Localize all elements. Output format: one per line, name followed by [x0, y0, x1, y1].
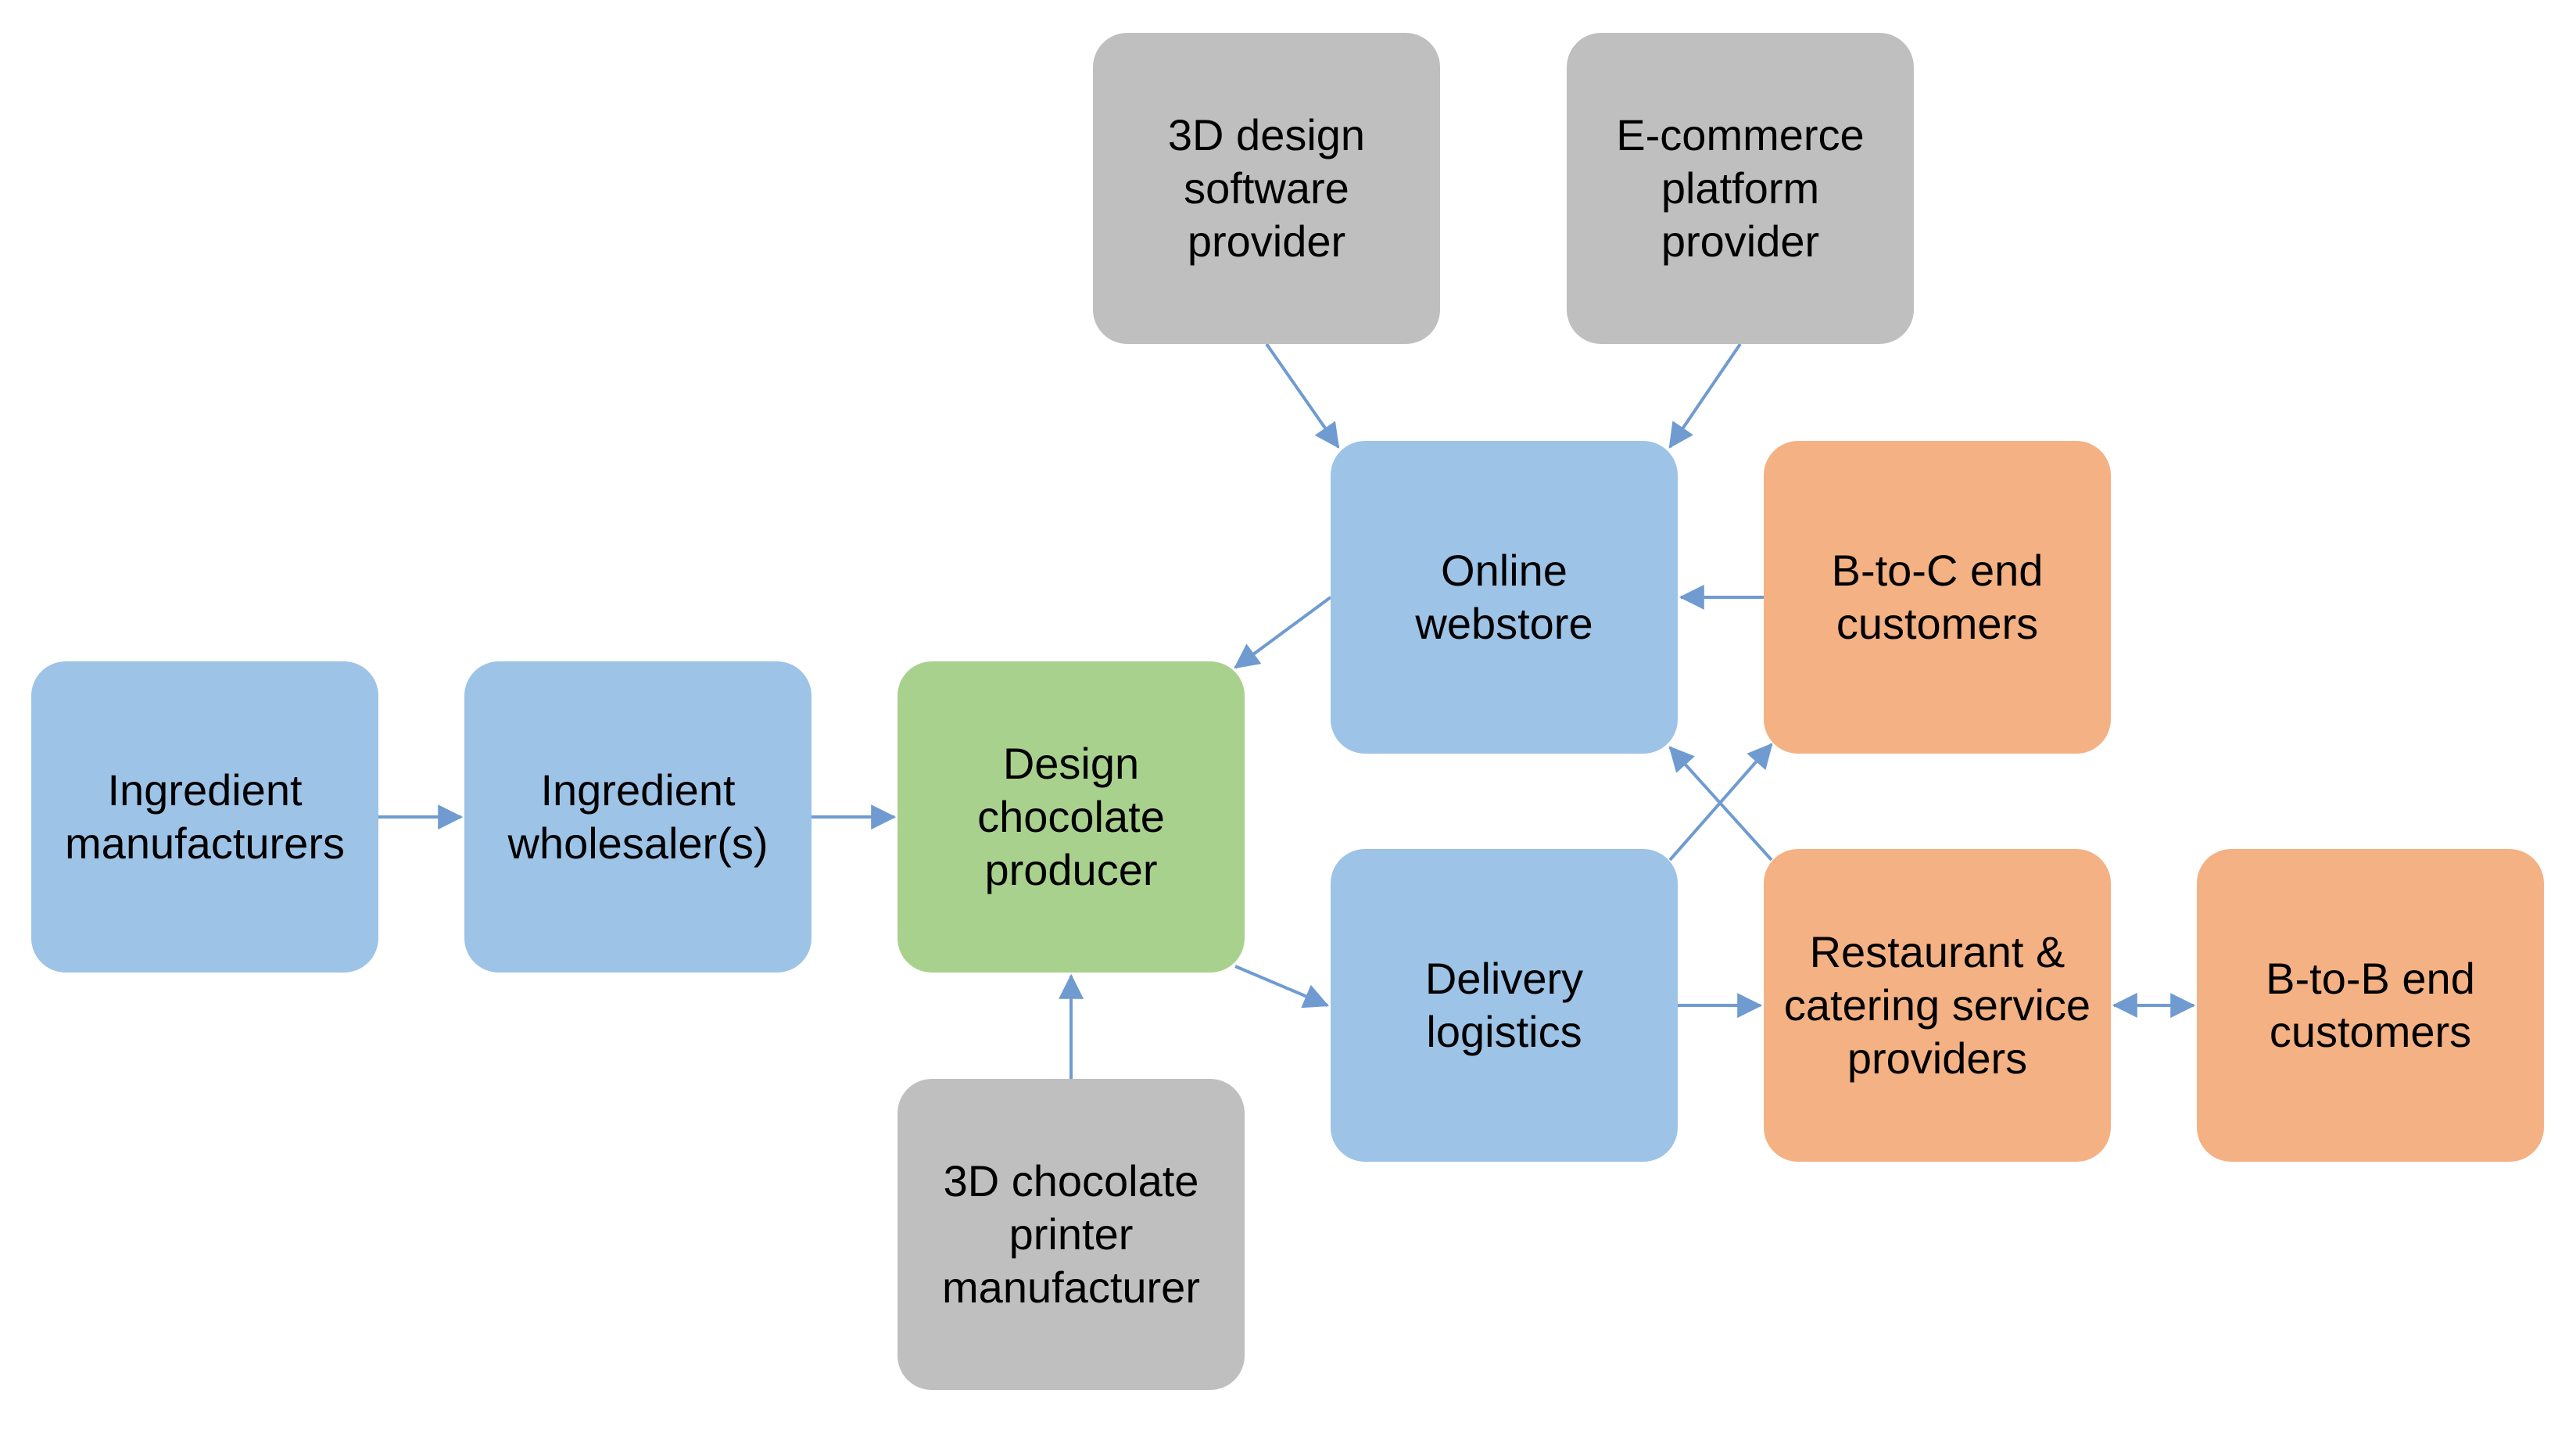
- node-ecommerce-platform-provider: E-commerce platform provider: [1567, 33, 1914, 344]
- node-delivery-logistics: Delivery logistics: [1331, 849, 1678, 1162]
- node-label: B-to-B end customers: [2266, 954, 2475, 1056]
- node-restaurant-catering-providers: Restaurant & catering service providers: [1764, 849, 2111, 1162]
- node-online-webstore: Online webstore: [1331, 441, 1678, 754]
- node-label: 3D design software provider: [1167, 110, 1366, 266]
- node-label: Delivery logistics: [1424, 954, 1584, 1056]
- node-btoc-end-customers: B-to-C end customers: [1764, 441, 2111, 754]
- node-label: 3D chocolate printer manufacturer: [942, 1156, 1200, 1312]
- node-design-chocolate-producer: Design chocolate producer: [897, 661, 1245, 973]
- node-label: Design chocolate producer: [977, 739, 1165, 894]
- edge-webstore-to-producer: [1234, 596, 1332, 669]
- node-label: Online webstore: [1415, 546, 1593, 648]
- edge-restaurant-to-webstore: [1668, 746, 1773, 862]
- edge-ecommerce-to-webstore: [1668, 342, 1742, 449]
- node-label: E-commerce platform provider: [1616, 110, 1865, 266]
- node-label: Ingredient manufacturers: [65, 765, 345, 868]
- edge-producer-to-delivery: [1234, 965, 1329, 1008]
- node-ingredient-wholesalers: Ingredient wholesaler(s): [464, 661, 811, 973]
- edge-software-to-webstore: [1265, 342, 1340, 449]
- node-label: Restaurant & catering service providers: [1783, 927, 2091, 1083]
- node-3d-chocolate-printer-manufacturer: 3D chocolate printer manufacturer: [897, 1079, 1245, 1390]
- node-label: B-to-C end customers: [1831, 546, 2044, 648]
- node-btob-end-customers: B-to-B end customers: [2197, 849, 2544, 1162]
- node-label: Ingredient wholesaler(s): [507, 765, 769, 868]
- node-ingredient-manufacturers: Ingredient manufacturers: [31, 661, 378, 973]
- node-3d-design-software-provider: 3D design software provider: [1093, 33, 1440, 344]
